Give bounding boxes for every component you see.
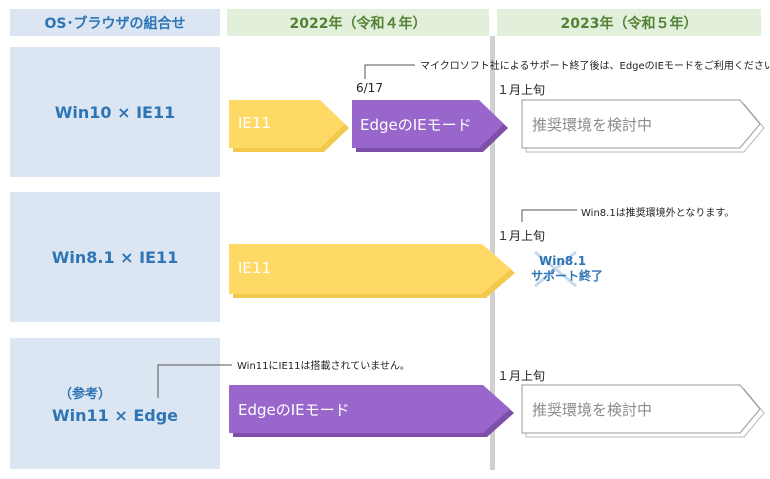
row-label-text: Win8.1 × IE11 xyxy=(51,247,179,267)
header-year-2022: 2022年（令和４年） xyxy=(227,9,489,36)
win11-recommend-arrow xyxy=(521,384,761,434)
win10-note: マイクロソフト社によるサポート終了後は、EdgeのIEモードをご利用ください。 xyxy=(420,61,770,72)
win81-ie11-arrow xyxy=(229,244,511,294)
header-os-browser: OS･ブラウザの組合せ xyxy=(10,9,220,36)
win81-eol-cross-2 xyxy=(534,250,577,288)
win11-date-jan: １月上旬 xyxy=(497,369,546,383)
win10-note-leader xyxy=(364,64,415,79)
win81-eol-line1: Win8.1 xyxy=(539,254,587,268)
win11-note-leader xyxy=(157,364,232,398)
win81-note-leader xyxy=(521,209,577,222)
win11-edge-label: EdgeのIEモード xyxy=(238,401,350,419)
win11-note: Win11にIE11は搭載されていません。 xyxy=(237,361,410,372)
win10-edge-label: EdgeのIEモード xyxy=(360,116,472,134)
row-label-win10: Win10 × IE11 xyxy=(10,47,220,177)
win81-note: Win8.1は推奨環境外となります。 xyxy=(581,208,735,219)
win10-ie11-label: IE11 xyxy=(238,114,271,132)
win10-recommend-arrow xyxy=(521,99,761,149)
win81-eol-line2: サポート終了 xyxy=(531,269,604,283)
win10-recommend-label: 推奨環境を検討中 xyxy=(532,116,653,134)
win10-date-jan: １月上旬 xyxy=(497,83,546,97)
year-divider xyxy=(490,36,495,470)
reference-label: （参考） xyxy=(58,386,111,402)
win10-edge-arrow xyxy=(352,100,504,148)
row-label-win81: Win8.1 × IE11 xyxy=(10,192,220,322)
row-label-text: Win10 × IE11 xyxy=(54,102,176,122)
row-label-win11: （参考） Win11 × Edge xyxy=(10,338,220,469)
win11-recommend-label: 推奨環境を検討中 xyxy=(532,401,653,419)
win81-eol-label: Win8.1 サポート終了 xyxy=(531,254,603,284)
win81-ie11-label: IE11 xyxy=(238,259,271,277)
win10-ie11-arrow xyxy=(229,100,345,148)
win81-date-jan: １月上旬 xyxy=(497,229,546,243)
win11-edge-arrow xyxy=(229,385,510,433)
row-label-text: Win11 × Edge xyxy=(51,405,179,425)
win10-date-617: 6/17 xyxy=(356,81,383,95)
header-year-2023: 2023年（令和５年） xyxy=(497,9,761,36)
